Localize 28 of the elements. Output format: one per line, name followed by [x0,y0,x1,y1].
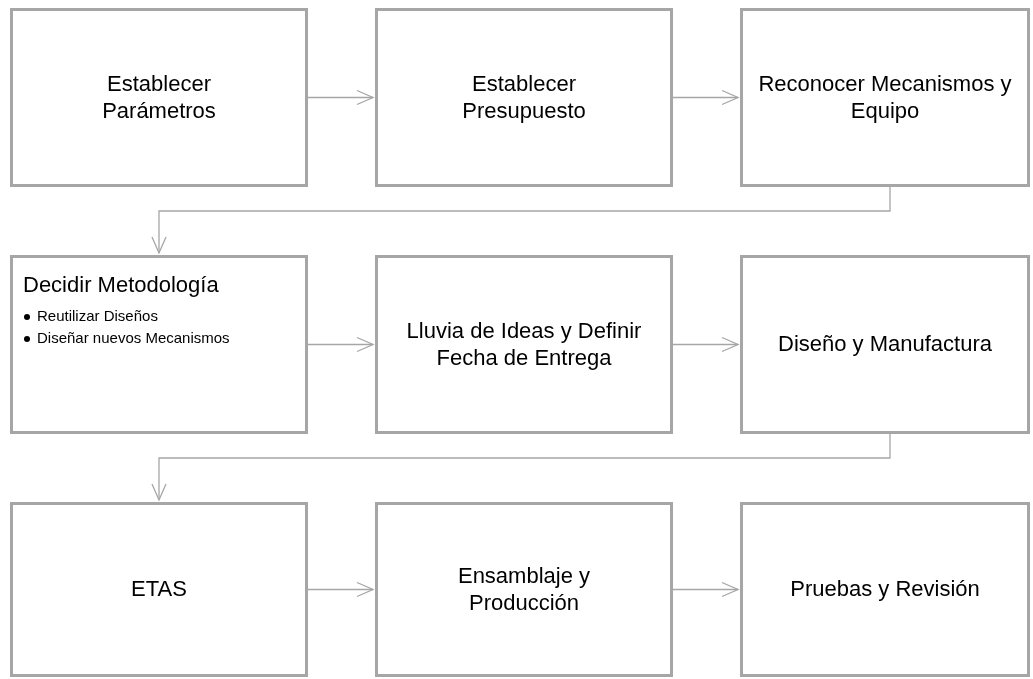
process-box [740,8,1030,187]
arrow [672,89,739,106]
bullet-item: Reutilizar Diseños [23,307,158,327]
process-box [10,502,308,677]
step-label: Lluvia de Ideas y Definir Fecha de Entrega [405,318,643,371]
process-box [740,255,1030,434]
step-label: Reconocer Mecanismos y Equipo [757,71,1013,124]
step-label: Diseño y Manufactura [778,331,992,358]
step-label: ETAS [131,576,187,603]
bullet-item: Diseñar nuevos Mecanismos [23,329,230,348]
process-box [375,8,673,187]
arrow [672,336,739,353]
step-heading: Decidir Metodología [23,272,219,299]
arrow [151,186,891,254]
process-box [10,8,308,187]
process-box [375,502,673,677]
process-box [10,255,308,434]
arrow [307,336,374,353]
arrow [307,581,374,598]
step-label: Establecer Parámetros [101,71,217,124]
process-box [375,255,673,434]
arrow [672,581,739,598]
step-label: Pruebas y Revisión [790,576,980,603]
step-label: Establecer Presupuesto [461,71,587,124]
arrow [307,89,374,106]
arrow [151,433,891,501]
step-label: Ensamblaje y Producción [456,563,592,616]
process-box [740,502,1030,677]
